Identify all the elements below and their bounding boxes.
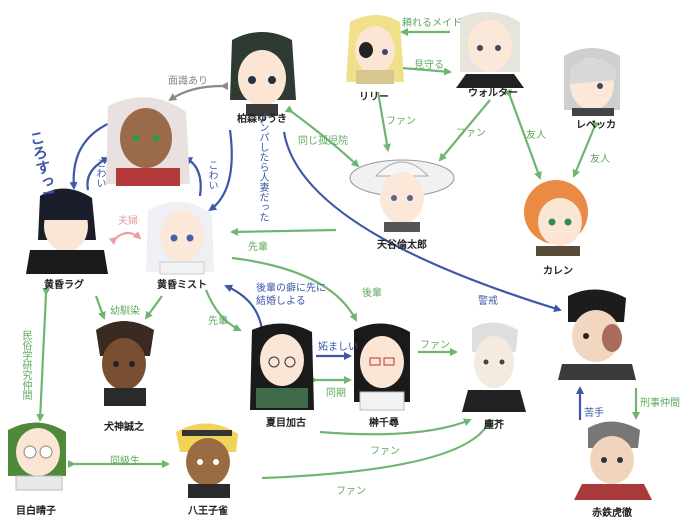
label-fuufu: 夫婦 (118, 216, 138, 227)
edge-mist-sakaki-kohai (231, 256, 357, 322)
name-sakaki: 榊千尋 (369, 418, 399, 429)
label-nanpa: ナンパしたら人妻だった (257, 112, 268, 222)
sakaki-portrait (354, 323, 410, 411)
name-tasogare-mist: 黄昏ミスト (157, 280, 207, 291)
label-mimamoru: 見守る (414, 60, 444, 71)
edge-kashiwamori-mist-nanpa (208, 129, 233, 212)
label-douki: 同期 (326, 388, 346, 399)
name-mejiro: 目白晴子 (16, 506, 56, 517)
label-senpai-2: 先輩 (208, 316, 228, 327)
inugami-portrait (96, 321, 154, 406)
hachioji-portrait (176, 423, 238, 498)
label-onaji-koji: 同じ孤児院 (298, 136, 348, 147)
edge-senpai-2 (204, 289, 242, 332)
name-akatetsu: 赤鉄虎徹 (592, 508, 632, 519)
edge-mist-inugami-osananajimi (144, 295, 163, 320)
akatetsu-portrait (574, 421, 652, 500)
edge-rebecca-karen-friend (572, 120, 600, 178)
label-fan-sakaki: ファン (420, 340, 450, 351)
label-fan-walter: ファン (456, 128, 486, 139)
walter-portrait (456, 11, 524, 88)
name-mokukai: 塵芥 (484, 420, 504, 431)
name-hachioji: 八王子雀 (188, 506, 228, 517)
label-menshiki: 面識あり (168, 76, 208, 87)
tasogare-rag-portrait (26, 188, 108, 274)
name-lily: リリー (359, 92, 389, 103)
name-natsume: 夏目加古 (266, 418, 306, 429)
label-yuujin-walter: 友人 (526, 130, 546, 141)
label-tayoreru-maid: 頼れるメイド (402, 18, 462, 29)
label-senpai-1: 先輩 (248, 242, 268, 253)
amaya-portrait (349, 159, 455, 232)
mejiro-portrait (8, 422, 66, 491)
label-keikai: 警戒 (478, 296, 498, 307)
label-fan-hachioji: ファン (336, 486, 366, 497)
label-fan-natsume: ファン (370, 446, 400, 457)
edge-walter-karen-friend (504, 88, 542, 180)
edge-natsume-mokukai-fan (319, 418, 472, 436)
edge-kashiwamori-amaya-orphanage (284, 105, 360, 168)
edge-walter-amaya-fan (438, 99, 491, 162)
label-yuujin-rebecca: 友人 (590, 154, 610, 165)
edge-natsume-mist-kekkon (224, 284, 264, 331)
name-walter: ウォルター (468, 88, 518, 99)
name-amaya: 天谷倫太郎 (377, 240, 427, 251)
edge-rag-reviewer-kowai (86, 157, 110, 191)
label-kowai-rag: こわい (94, 158, 105, 188)
label-nigate: 苦手 (584, 408, 604, 419)
label-minzoku: 民俗学研究仲間 (20, 330, 31, 400)
edge-lily-amaya-fan (376, 91, 391, 152)
label-fan-lily: ファン (386, 116, 416, 127)
edge-kashiwamori-tetsu-keikai (282, 131, 562, 313)
edge-lily-walter-watch (401, 66, 452, 76)
name-karen: カレン (543, 266, 573, 277)
tasogare-mist-portrait (146, 201, 214, 275)
label-kohai: 後輩 (362, 288, 382, 299)
rebecca-portrait (564, 48, 620, 116)
reviewer-portrait (106, 97, 190, 186)
tetsu-portrait (558, 289, 636, 380)
name-kashiwamori: 柏森ゆうき (237, 114, 287, 125)
edge-mist-reviewer-kowai (184, 157, 202, 197)
mokukai-portrait (462, 322, 526, 412)
label-dokyusei: 同級生 (110, 456, 140, 467)
edge-rag-mejiro-minzoku (36, 287, 51, 422)
label-keiji: 刑事仲間 (640, 398, 680, 409)
edge-senpai-1 (230, 227, 337, 236)
name-inugami: 犬神誠之 (104, 422, 144, 433)
lily-portrait (346, 15, 404, 84)
label-kowai-mist: こわい (206, 160, 217, 190)
label-netamashii: 妬ましい (318, 342, 358, 353)
label-kokoro-kekkon: 後輩の癖に先に結婚しよる (256, 283, 326, 307)
edge-reviewer-rag-korosu (69, 120, 113, 190)
edge-kashiwamori-mitama-menshiki (168, 81, 229, 102)
edge-hachioji-mokukai-fan (261, 418, 492, 480)
edge-rag-mist-couple (108, 231, 142, 245)
label-osananajimi: 幼馴染 (110, 306, 140, 317)
karen-portrait (524, 180, 588, 256)
kashiwamori-portrait (230, 32, 296, 116)
name-tasogare-rag: 黄昏ラグ (44, 280, 84, 291)
edge-rag-inugami-osananajimi (94, 295, 106, 320)
natsume-portrait (250, 323, 314, 410)
name-rebecca: レベッカ (576, 120, 616, 131)
edges (36, 28, 640, 480)
